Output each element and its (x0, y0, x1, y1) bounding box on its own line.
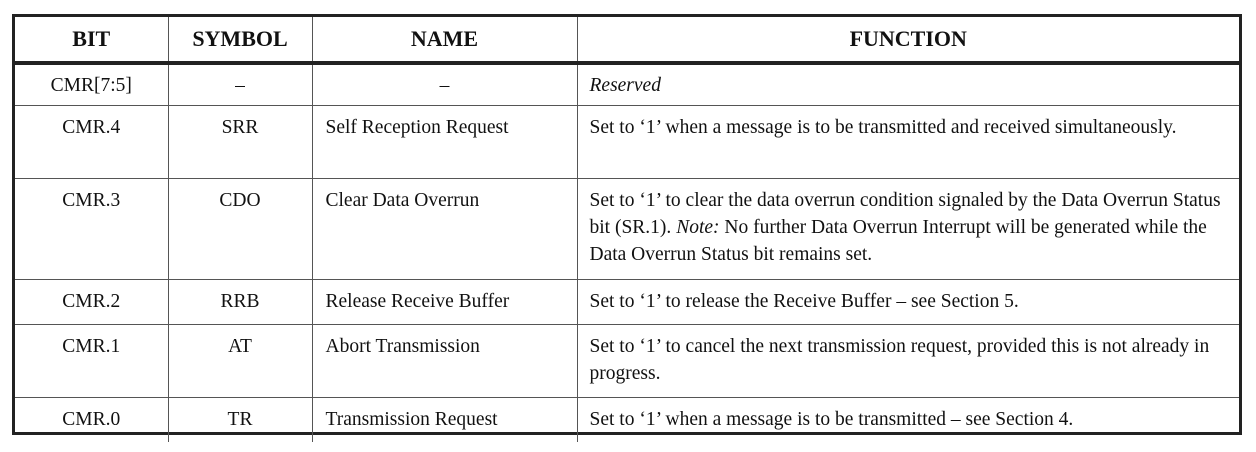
cell-bit: CMR.2 (15, 279, 169, 325)
cell-function: Set to ‘1’ to clear the data overrun con… (577, 178, 1239, 280)
cell-name: Release Receive Buffer (312, 279, 578, 325)
cell-bit: CMR.4 (15, 105, 169, 179)
function-note-label: Note: (676, 217, 720, 238)
table-row: CMR.2 RRB Release Receive Buffer Set to … (15, 279, 1239, 325)
table-row: CMR.0 TR Transmission Request Set to ‘1’… (15, 397, 1239, 442)
header-bit: BIT (15, 17, 169, 65)
header-name: NAME (312, 17, 578, 65)
cell-function: Set to ‘1’ when a message is to be trans… (577, 105, 1239, 179)
function-text-post: No further Data Overrun Interrupt will b… (589, 217, 1207, 265)
cell-function: Set to ‘1’ when a message is to be trans… (577, 397, 1239, 442)
cell-symbol: RRB (168, 279, 313, 325)
cell-bit: CMR.0 (15, 397, 169, 442)
cell-bit: CMR.1 (15, 324, 169, 398)
table-row: CMR.4 SRR Self Reception Request Set to … (15, 105, 1239, 179)
cell-name: Clear Data Overrun (312, 178, 578, 280)
cell-bit: CMR[7:5] (15, 63, 169, 106)
cell-name: Abort Transmission (312, 324, 578, 398)
cell-name: Self Reception Request (312, 105, 578, 179)
cell-function: Set to ‘1’ to cancel the next transmissi… (577, 324, 1239, 398)
table-row: CMR.3 CDO Clear Data Overrun Set to ‘1’ … (15, 178, 1239, 280)
cell-name: Transmission Request (312, 397, 578, 442)
table-row: CMR[7:5] – – Reserved (15, 63, 1239, 106)
header-function: FUNCTION (577, 17, 1239, 65)
cell-name: – (312, 63, 578, 106)
header-symbol: SYMBOL (168, 17, 313, 65)
cell-function: Reserved (589, 74, 661, 96)
register-table-frame: BIT SYMBOL NAME FUNCTION CMR[7:5] – – Re… (12, 14, 1242, 442)
cell-function: Set to ‘1’ to release the Receive Buffer… (577, 279, 1239, 325)
cell-bit: CMR.3 (15, 178, 169, 280)
table-header-row: BIT SYMBOL NAME FUNCTION (15, 17, 1239, 65)
cell-symbol: SRR (168, 105, 313, 179)
cell-symbol: TR (168, 397, 313, 442)
cell-symbol: – (168, 63, 313, 106)
function-text-pre: Set to ‘1’ to clear the data overrun con… (589, 190, 1221, 238)
cell-symbol: CDO (168, 178, 313, 280)
table-row: CMR.1 AT Abort Transmission Set to ‘1’ t… (15, 324, 1239, 398)
cell-symbol: AT (168, 324, 313, 398)
command-register-table: BIT SYMBOL NAME FUNCTION CMR[7:5] – – Re… (15, 17, 1239, 442)
